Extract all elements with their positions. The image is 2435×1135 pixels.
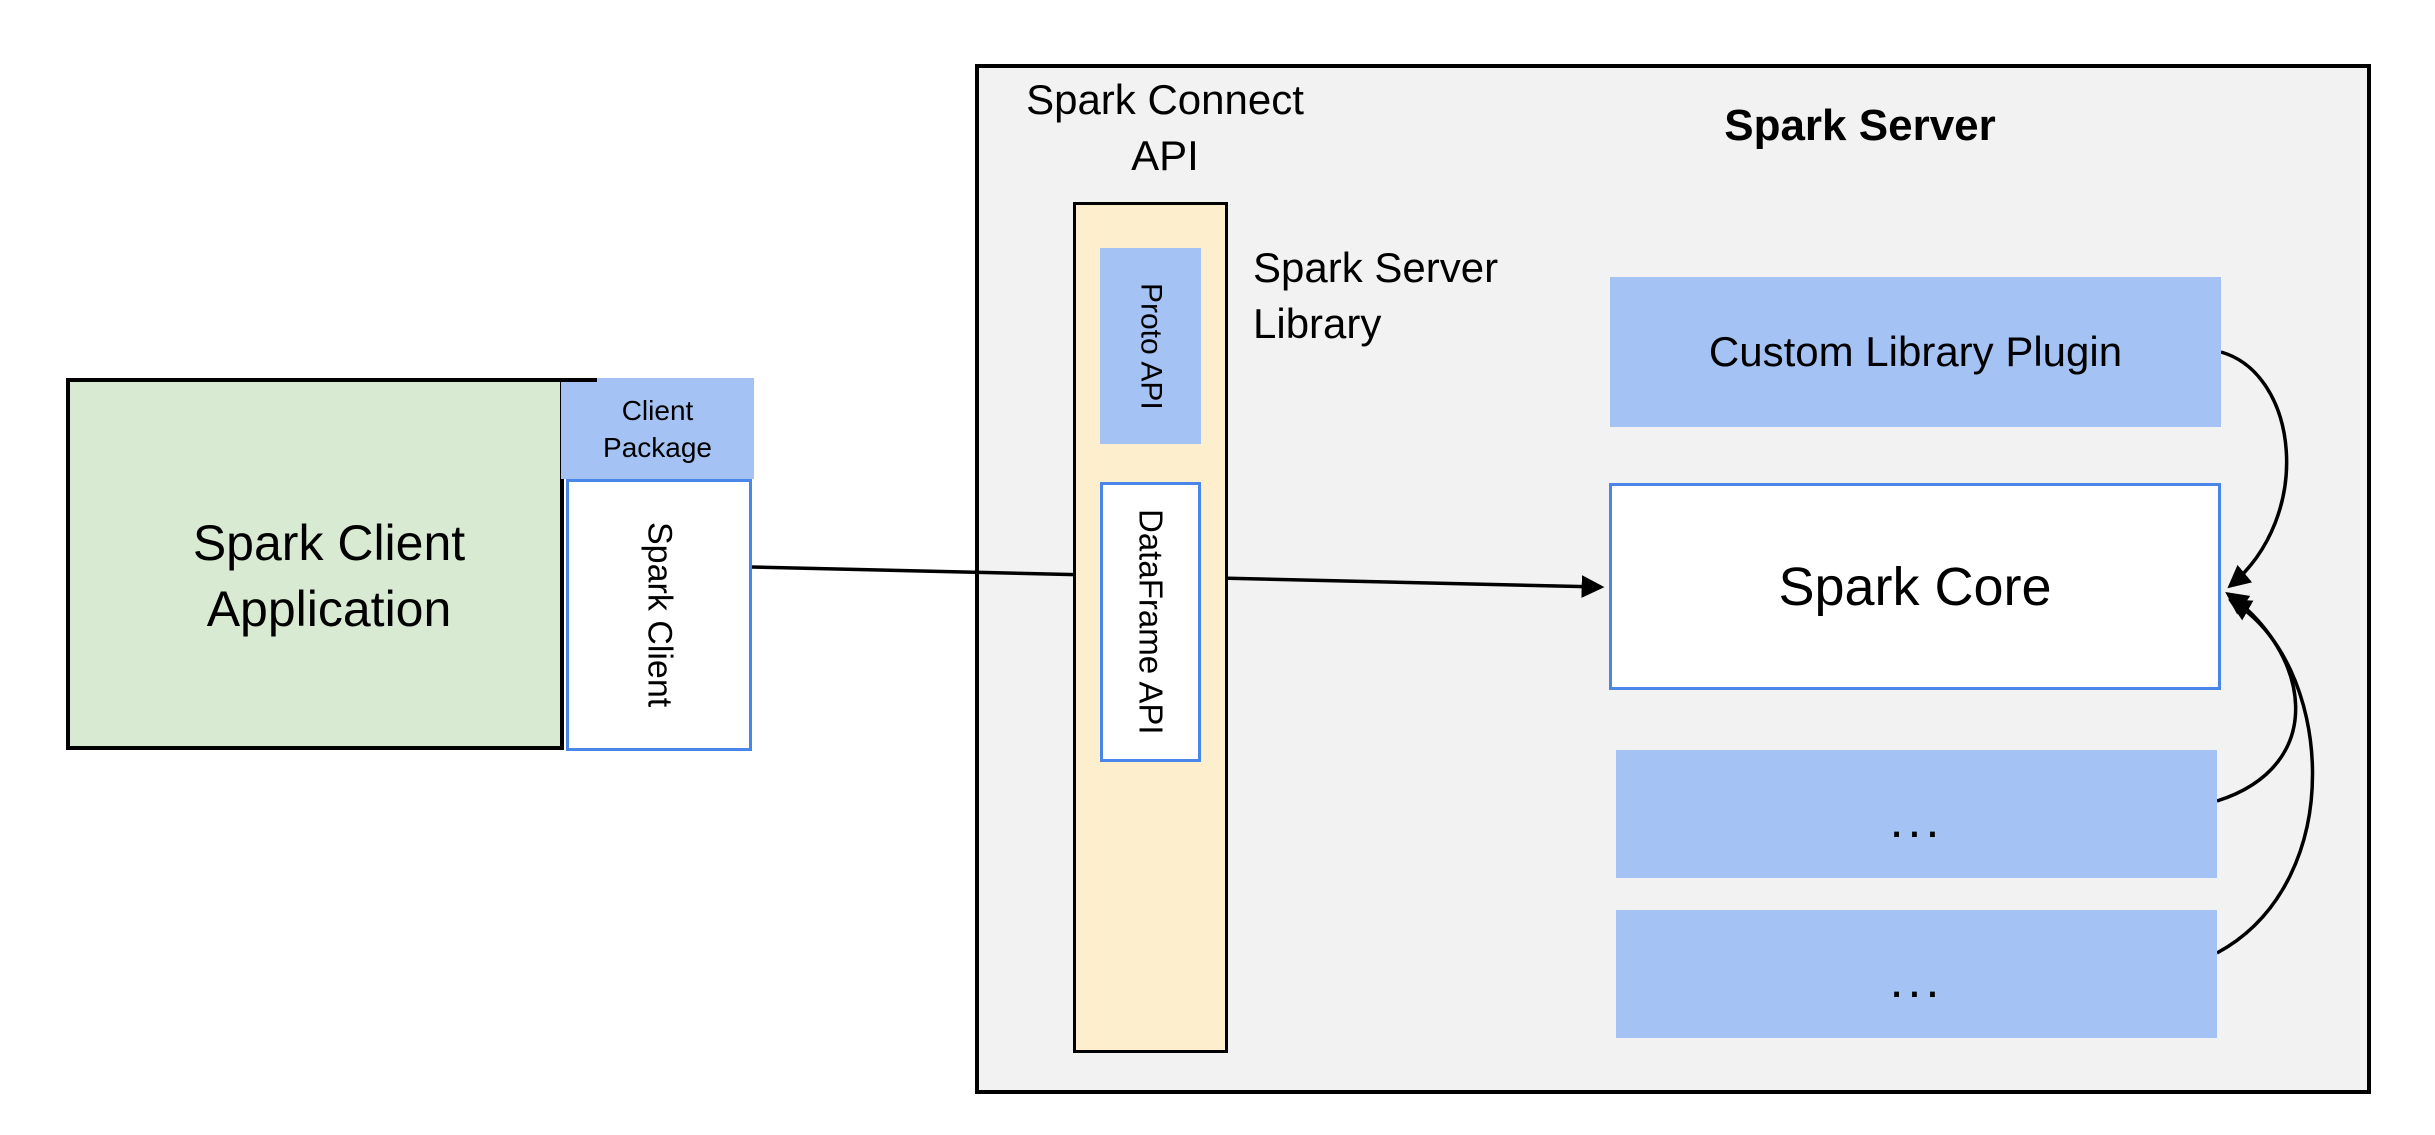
spark-client-application-label: Spark Client Application [193,510,465,642]
client-package-box: Client Package [561,378,754,479]
proto-api-label: Proto API [1134,282,1168,410]
custom-library-plugin-box: Custom Library Plugin [1610,277,2221,427]
spark-client-application-label-line1: Spark Client [192,515,466,571]
spark-client-application-box: Spark Client Application [66,378,564,750]
spark-core-label: Spark Core [1778,556,2052,617]
spark-connect-api-heading: Spark Connect API [1010,72,1320,184]
spark-client-box: Spark Client [566,479,752,751]
plugin-slot-1-box: ... [1616,750,2217,878]
spark-client-application-label-line2: Application [206,581,452,637]
spark-client-label: Spark Client [640,522,679,708]
spark-connect-api-heading-line1: Spark Connect [1026,76,1304,123]
spark-server-library-label-line2: Library [1253,300,1382,347]
dataframe-api-label: DataFrame API [1132,509,1170,735]
plugin-slot-1-label: ... [1889,792,1944,848]
client-package-label-line1: Client [621,394,694,426]
plugin-slot-2-label: ... [1889,952,1944,1008]
spark-server-title: Spark Server [1724,101,1996,150]
client-package-label: Client Package [603,392,712,466]
spark-server-library-label: Spark Server Library [1253,240,1498,352]
dataframe-api-box: DataFrame API [1100,482,1201,762]
client-app-top-border-extension [561,378,597,382]
custom-library-plugin-label: Custom Library Plugin [1708,328,2123,375]
plugin-slot-2-box: ... [1616,910,2217,1038]
spark-connect-api-heading-line2: API [1131,132,1199,179]
client-package-label-line2: Package [603,431,712,463]
proto-api-box: Proto API [1100,248,1201,444]
spark-core-box: Spark Core [1609,483,2221,690]
spark-server-library-label-line1: Spark Server [1253,244,1499,291]
